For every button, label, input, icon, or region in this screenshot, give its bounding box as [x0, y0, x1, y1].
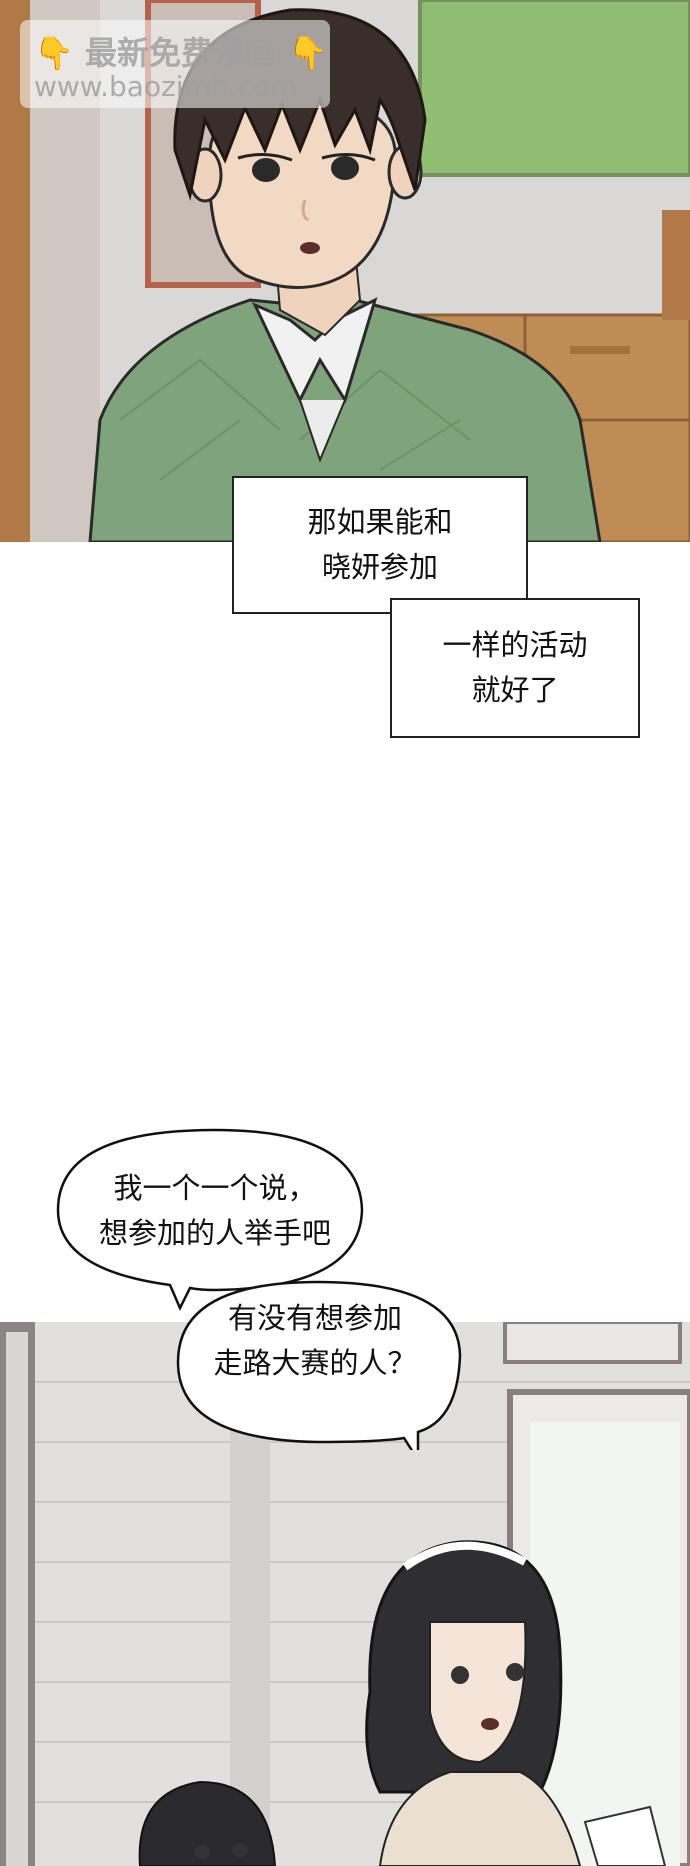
caption-line: 一样的活动: [442, 628, 588, 662]
caption-line: 晓妍参加: [321, 550, 438, 584]
right-eye: [506, 1663, 524, 1681]
shelf: [662, 210, 690, 320]
bulletin-board: [418, 0, 690, 177]
speech-bubble-1: [56, 1128, 364, 1311]
bubble-line: 想参加的人举手吧: [98, 1216, 331, 1250]
watermark-url: www.baozimh.com: [34, 70, 298, 103]
girl-face: [429, 1621, 527, 1764]
speech-bubbles: [56, 1128, 462, 1450]
watermark-title: 最新免费漫画: [84, 34, 277, 72]
left-eye: [252, 158, 280, 182]
caption-line: 那如果能和: [307, 505, 453, 539]
bubble-line: 我一个一个说，: [113, 1171, 317, 1205]
caption-line: 就好了: [471, 673, 559, 707]
paper: [583, 1805, 667, 1866]
right-eye: [331, 156, 359, 180]
top-window: [503, 1322, 682, 1364]
pointing-down-icon: 👇: [288, 34, 328, 72]
speech-bubble-2: [176, 1280, 462, 1450]
caption-box: 那如果能和 晓妍参加: [232, 476, 528, 614]
speech-bubble-text: 有没有想参加 走路大赛的人？: [190, 1296, 440, 1386]
watermark-title-row: 👇 最新免费漫画 👇: [34, 28, 328, 74]
bubble-line: 有没有想参加: [227, 1301, 402, 1335]
cabinet-handle: [570, 346, 630, 354]
girl-sweater: [378, 1771, 582, 1866]
speech-bubble-text: 我一个一个说， 想参加的人举手吧: [70, 1166, 360, 1256]
bubble-line: 走路大赛的人？: [213, 1346, 417, 1380]
watermark: 👇 最新免费漫画 👇 www.baozimh.com: [20, 20, 330, 108]
headband: [402, 1541, 527, 1571]
caption-box: 一样的活动 就好了: [390, 598, 640, 738]
pointing-down-icon: 👇: [34, 34, 74, 72]
mouth: [300, 242, 320, 254]
shirt-collar: [251, 297, 378, 404]
left-eye: [451, 1666, 469, 1684]
